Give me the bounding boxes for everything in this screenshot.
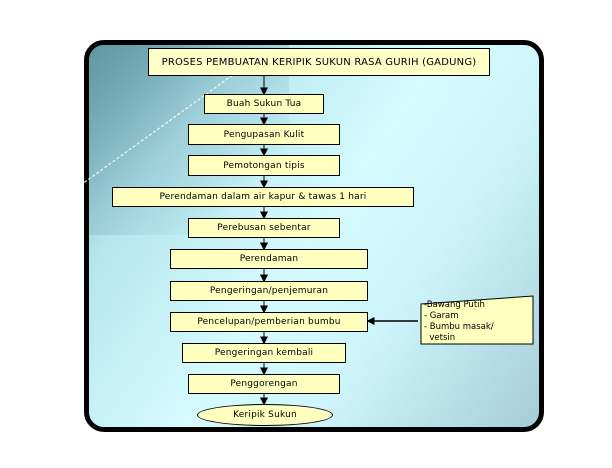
step-pengeringan-penjemuran: Pengeringan/penjemuran (170, 281, 368, 301)
step-penggorengan: Penggorengan (188, 374, 340, 394)
note-line-bumbu-masak: - Bumbu masak/ (424, 322, 494, 332)
note-line-vetsin: vetsin (424, 333, 456, 342)
step-pengeringan-kembali: Pengeringan kembali (182, 343, 346, 363)
step-buah-sukun-tua: Buah Sukun Tua (204, 94, 324, 114)
step-perendaman-kapur-tawas: Perendaman dalam air kapur & tawas 1 har… (112, 187, 414, 207)
note-line-garam: - Garam (424, 311, 459, 321)
note-line-bawang-putih: -Bawang Putih (424, 300, 485, 310)
step-pemotongan-tipis: Pemotongan tipis (188, 155, 340, 176)
step-pengupasan-kulit: Pengupasan Kulit (188, 124, 340, 145)
diagram-title: PROSES PEMBUATAN KERIPIK SUKUN RASA GURI… (148, 48, 490, 76)
step-pencelupan-bumbu: Pencelupan/pemberian bumbu (170, 312, 368, 332)
step-perebusan-sebentar: Perebusan sebentar (188, 218, 340, 238)
step-keripik-sukun: Keripik Sukun (197, 404, 333, 426)
step-perendaman: Perendaman (170, 249, 368, 269)
side-note-ingredients: -Bawang Putih - Garam - Bumbu masak/ vet… (424, 300, 528, 342)
